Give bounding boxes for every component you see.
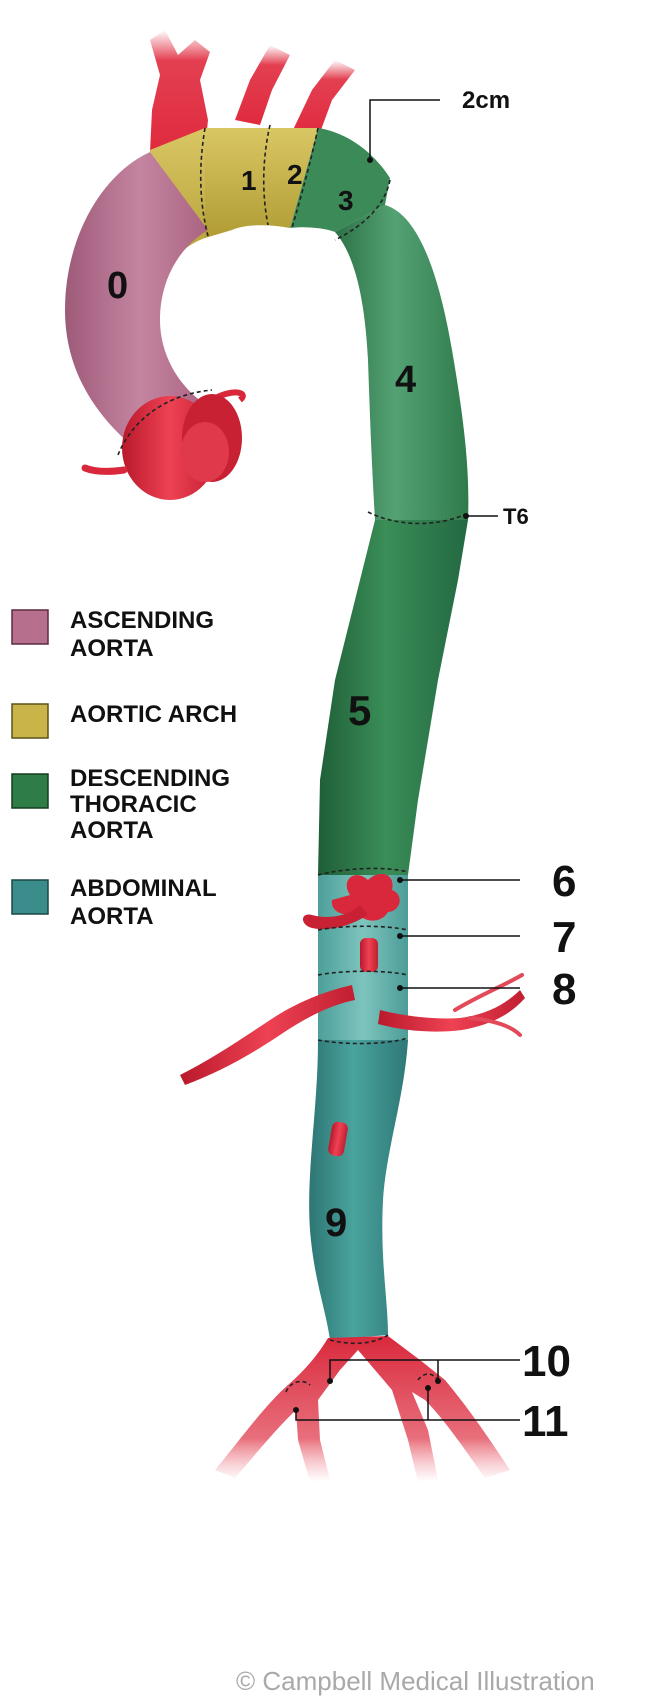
callout-2cm: 2cm	[462, 87, 510, 114]
legend-item-aortic-arch: AORTIC ARCH	[12, 701, 237, 738]
left-subclavian-artery	[292, 60, 355, 138]
zone-label-11: 11	[522, 1397, 569, 1446]
zone-9-segment	[309, 1040, 408, 1340]
legend-label-descending-line2: THORACIC	[70, 791, 197, 818]
legend-label-abdominal-line2: AORTA	[70, 903, 154, 930]
legend-swatch-abdominal	[12, 880, 48, 914]
legend-swatch-descending	[12, 774, 48, 808]
zone-label-8: 8	[552, 965, 576, 1014]
copyright-notice: © Campbell Medical Illustration	[236, 1666, 595, 1696]
zone-label-10: 10	[522, 1337, 571, 1386]
zone-label-6: 6	[552, 857, 576, 906]
callout-t6: T6	[503, 504, 529, 529]
legend-label-arch: AORTIC ARCH	[70, 701, 237, 728]
left-common-carotid-artery	[235, 45, 290, 125]
zone-label-7: 7	[552, 913, 576, 962]
legend-label-abdominal-line1: ABDOMINAL	[70, 875, 217, 902]
zone-label-9: 9	[325, 1201, 347, 1245]
zone-label-3: 3	[338, 185, 354, 216]
zone-label-1: 1	[241, 165, 257, 196]
zone-label-4: 4	[395, 359, 416, 401]
legend-label-ascending-line2: AORTA	[70, 635, 154, 662]
zone-label-2: 2	[287, 159, 303, 190]
zone-label-5: 5	[348, 687, 371, 734]
legend-label-descending-line1: DESCENDING	[70, 765, 230, 792]
zone-5-segment	[318, 520, 468, 875]
legend-swatch-arch	[12, 704, 48, 738]
legend-item-abdominal-aorta: ABDOMINAL AORTA	[12, 875, 217, 930]
legend-item-descending-thoracic-aorta: DESCENDING THORACIC AORTA	[12, 765, 230, 844]
legend-item-ascending-aorta: ASCENDING AORTA	[12, 607, 214, 662]
zone-label-0: 0	[107, 265, 128, 307]
legend-label-descending-line3: AORTA	[70, 817, 154, 844]
legend-label-ascending-line1: ASCENDING	[70, 607, 214, 634]
legend-swatch-ascending	[12, 610, 48, 644]
iliac-arteries	[215, 1336, 510, 1482]
legend: ASCENDING AORTA AORTIC ARCH DESCENDING T…	[12, 607, 237, 930]
